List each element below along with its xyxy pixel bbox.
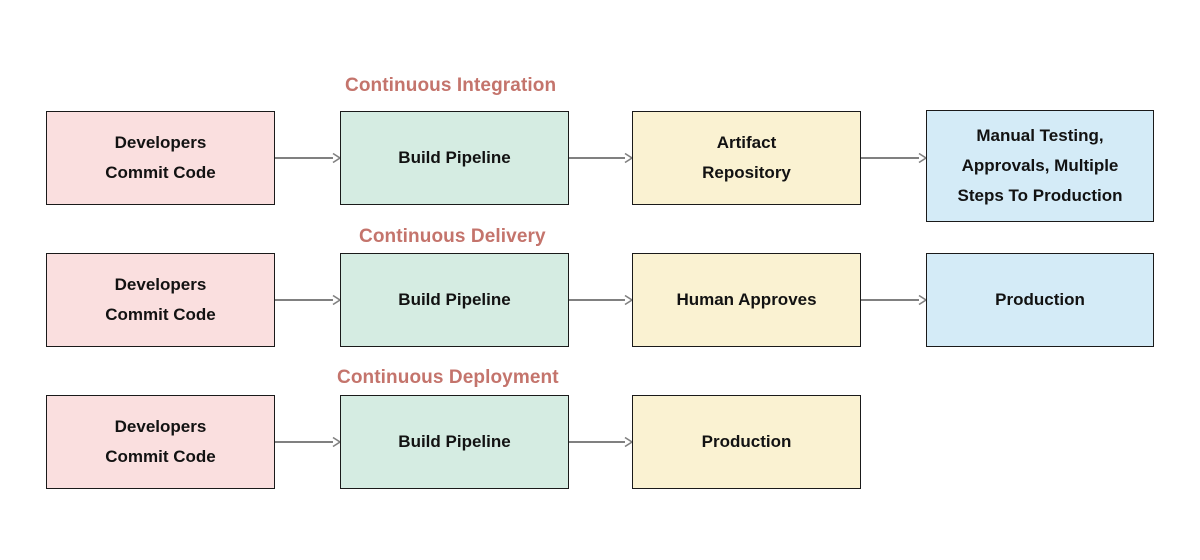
arrow-cdel-3 [861,294,928,306]
node-label: Production [995,289,1085,309]
node-label: Build Pipeline [398,289,511,309]
node-build-pipeline-ci[interactable]: Build Pipeline [340,111,569,205]
node-label: Developers Commit Code [105,132,216,182]
node-developers-commit-code-ci[interactable]: Developers Commit Code [46,111,275,205]
node-label: Manual Testing, Approvals, Multiple Step… [957,125,1123,206]
arrow-cdep-2 [569,436,634,448]
node-manual-testing-ci[interactable]: Manual Testing, Approvals, Multiple Step… [926,110,1154,222]
section-title-continuous-delivery: Continuous Delivery [359,226,546,247]
node-label: Build Pipeline [398,147,511,167]
arrow-cdel-1 [275,294,342,306]
arrow-ci-1 [275,152,342,164]
node-label: Developers Commit Code [105,416,216,466]
node-label: Artifact Repository [702,132,791,182]
arrow-ci-2 [569,152,634,164]
node-label: Build Pipeline [398,431,511,451]
node-label: Developers Commit Code [105,274,216,324]
node-build-pipeline-cdep[interactable]: Build Pipeline [340,395,569,489]
node-label: Human Approves [676,289,817,309]
node-label: Production [701,431,792,451]
node-developers-commit-code-cdep[interactable]: Developers Commit Code [46,395,275,489]
node-artifact-repository-ci[interactable]: Artifact Repository [632,111,861,205]
arrow-cdel-2 [569,294,634,306]
node-developers-commit-code-cdel[interactable]: Developers Commit Code [46,253,275,347]
arrow-ci-3 [861,152,928,164]
arrow-cdep-1 [275,436,342,448]
node-production-cdep[interactable]: Production [632,395,861,489]
node-production-cdel[interactable]: Production [926,253,1154,347]
node-human-approves-cdel[interactable]: Human Approves [632,253,861,347]
section-title-continuous-deployment: Continuous Deployment [337,367,559,388]
section-title-continuous-integration: Continuous Integration [345,75,557,96]
node-build-pipeline-cdel[interactable]: Build Pipeline [340,253,569,347]
